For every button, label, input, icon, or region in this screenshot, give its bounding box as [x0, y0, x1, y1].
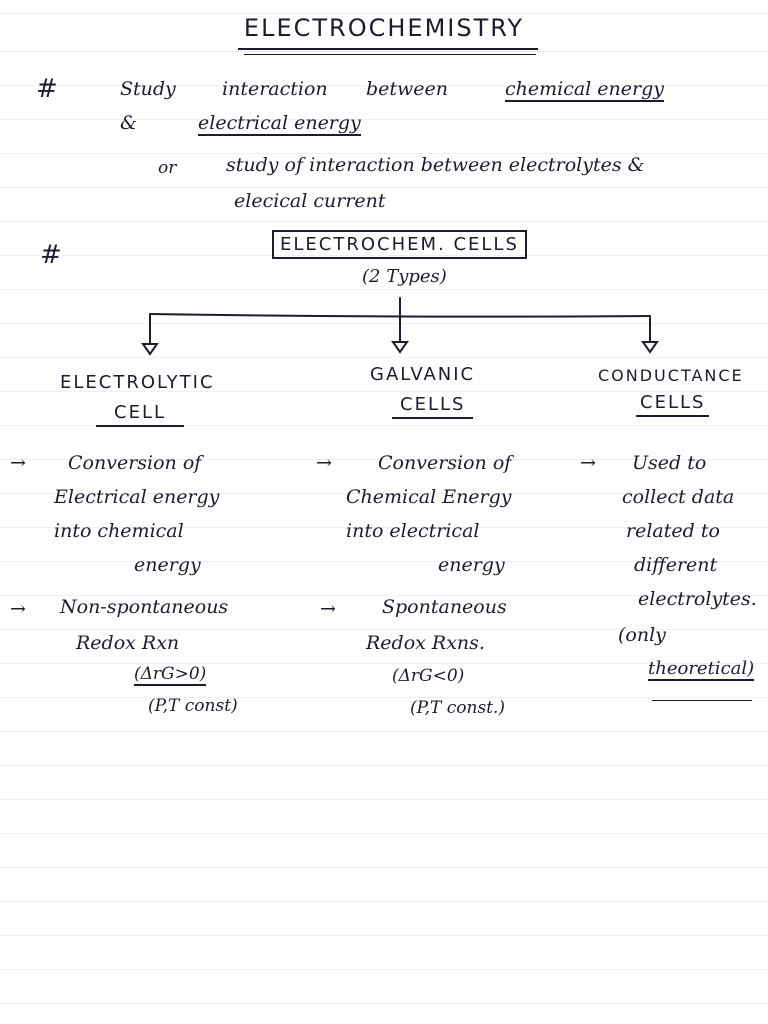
arrowhead-middle-icon	[391, 341, 409, 354]
electrolytic-deltag-condition: (ΔrG>0)	[134, 664, 207, 686]
intro-word-between: between	[366, 78, 449, 100]
electrolytic-arrow-1: →	[10, 452, 26, 474]
page-title: ELECTROCHEMISTRY	[243, 14, 525, 42]
galvanic-arrow-1: →	[316, 452, 332, 474]
electrolytic-pt-const: (P,T const)	[148, 696, 238, 716]
intro-electrical-energy: electrical energy	[198, 112, 361, 136]
two-types-label: (2 Types)	[362, 266, 447, 287]
conductance-description: Used to collect data related to differen…	[622, 446, 757, 616]
conductance-note-only: (only	[618, 624, 666, 646]
electrolytic-desc-line1: Conversion of	[68, 452, 202, 474]
conductance-note-theoretical: theoretical)	[648, 658, 755, 681]
arrowhead-left-icon	[141, 343, 159, 356]
conductance-desc-line1: Used to	[632, 452, 707, 474]
galvanic-spontaneous: Spontaneous	[382, 596, 507, 618]
galvanic-desc-line3: into electrical	[346, 520, 480, 542]
galvanic-desc-line4: energy	[438, 554, 505, 576]
conductance-title-line1: CONDUCTANCE	[598, 366, 744, 385]
galvanic-title-line1: GALVANIC	[370, 364, 476, 385]
conductance-title-line2: CELLS	[636, 392, 710, 417]
electrolytic-desc-line2: Electrical energy	[54, 486, 220, 508]
conductance-desc-line4: different	[634, 554, 718, 576]
intro-word-study: Study	[120, 78, 176, 100]
electrochem-cells-box: ELECTROCHEM. CELLS	[272, 230, 527, 259]
conductance-desc-line2: collect data	[622, 486, 735, 508]
galvanic-desc-line2: Chemical Energy	[346, 486, 512, 508]
intro-ampersand: &	[120, 112, 137, 134]
intro-line-current: elecical current	[234, 190, 386, 212]
conductance-note-double-underline	[652, 700, 752, 701]
electrolytic-arrow-2: →	[10, 598, 26, 620]
intro-or: or	[158, 158, 177, 178]
branch-diagram	[141, 297, 659, 356]
galvanic-pt-const: (P,T const.)	[410, 698, 506, 718]
hash-bullet-2: #	[40, 240, 62, 270]
galvanic-title-line2: CELLS	[392, 394, 474, 419]
intro-line-study-electrolytes: study of interaction between electrolyte…	[226, 154, 645, 176]
electrolytic-description: Conversion of Electrical energy into che…	[54, 446, 219, 582]
galvanic-desc-line1: Conversion of	[378, 452, 512, 474]
electrolytic-desc-line4: energy	[134, 554, 201, 576]
galvanic-deltag-condition: (ΔrG<0)	[392, 666, 465, 686]
galvanic-redox-rxns: Redox Rxns.	[366, 632, 485, 654]
intro-word-interaction: interaction	[222, 78, 328, 100]
conductance-desc-line5: electrolytes.	[638, 588, 757, 610]
galvanic-arrow-2: →	[320, 598, 336, 620]
conductance-arrow-1: →	[580, 452, 596, 474]
conductance-desc-line3: related to	[626, 520, 720, 542]
hash-bullet-1: #	[36, 74, 58, 104]
electrolytic-redox-rxn: Redox Rxn	[76, 632, 180, 654]
title-underline-second	[244, 54, 536, 55]
galvanic-description: Conversion of Chemical Energy into elect…	[346, 446, 512, 582]
intro-chemical-energy: chemical energy	[505, 78, 665, 102]
electrolytic-title-line2: CELL	[96, 402, 184, 427]
arrowhead-right-icon	[641, 341, 659, 354]
electrolytic-desc-line3: into chemical	[54, 520, 184, 542]
electrolytic-nonspontaneous: Non-spontaneous	[60, 596, 229, 618]
title-underline	[238, 48, 538, 50]
electrolytic-title-line1: ELECTROLYTIC	[60, 372, 215, 393]
